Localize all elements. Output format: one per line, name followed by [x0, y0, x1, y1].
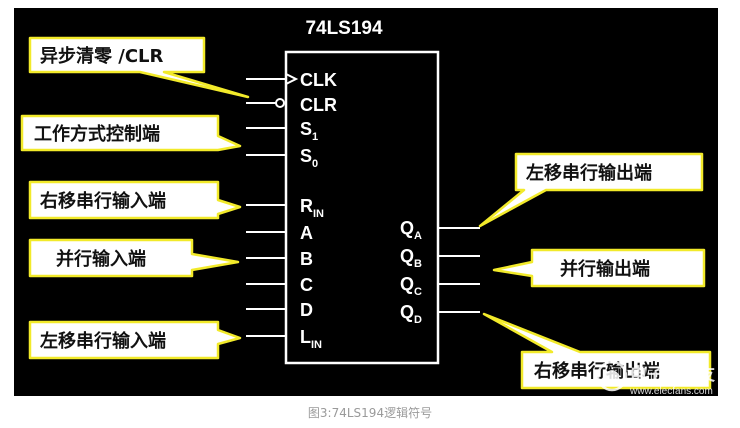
- callout-right-shift-input-box: [28, 180, 242, 220]
- callout-async-clear-text: 异步清零 /CLR: [40, 45, 164, 67]
- callout-mode-control-box: [20, 114, 242, 152]
- callout-left-shift-input-text: 左移串行输入端: [40, 330, 166, 352]
- pin-label-qa: QA: [400, 218, 422, 242]
- pin-label-clk: CLK: [300, 70, 337, 90]
- callout-parallel-input-box: [28, 238, 240, 278]
- pin-label-qc: QC: [400, 274, 422, 298]
- pin-label-c: C: [300, 275, 313, 295]
- pin-label-lin: LIN: [300, 327, 322, 351]
- callout-right-shift-output-text: 右移串行输出端: [534, 360, 660, 382]
- left-pin-leads: [246, 78, 286, 337]
- callout-mode-control-text: 工作方式控制端: [34, 123, 160, 145]
- figure-caption: 图3:74LS194逻辑符号: [307, 406, 433, 420]
- callout-parallel-output-text: 并行输出端: [560, 258, 650, 280]
- right-pin-leads: [438, 227, 480, 313]
- pin-label-d: D: [300, 300, 313, 320]
- pin-label-clr: CLR: [300, 95, 337, 115]
- callout-parallel-output-box: [492, 248, 706, 288]
- logic-symbol-diagram: 74LS194 CLK CLR S1 S0 RIN A B C D LIN: [14, 8, 718, 396]
- callout-left-shift-input-box: [28, 320, 242, 360]
- pin-label-rin: RIN: [300, 196, 324, 220]
- callout-async-clear-box: [28, 36, 250, 99]
- watermark-logo-mark-icon: [604, 370, 620, 382]
- pin-label-a: A: [300, 223, 313, 243]
- watermark-cn-text: 电子发烧友: [630, 364, 715, 385]
- watermark-logo-icon: [596, 360, 628, 392]
- chip-title: 74LS194: [305, 18, 383, 39]
- pin-label-s1: S1: [300, 119, 318, 143]
- pin-label-s0: S0: [300, 146, 318, 170]
- clock-triangle-marker: [285, 73, 299, 85]
- pin-label-qb: QB: [400, 246, 422, 270]
- callout-right-shift-input-text: 右移串行输入端: [40, 190, 166, 212]
- callout-right-shift-output-box: [482, 312, 712, 390]
- clear-inversion-bubble: [275, 98, 285, 108]
- chip-body: [284, 50, 440, 365]
- pin-label-qd: QD: [400, 302, 422, 326]
- callout-left-shift-output-text: 左移串行输出端: [526, 162, 652, 184]
- elecfans-watermark: 电子发烧友 www.elecfans.com: [596, 360, 715, 396]
- watermark-url-text: www.elecfans.com: [629, 386, 713, 396]
- pin-label-b: B: [300, 249, 313, 269]
- callout-left-shift-output-box: [478, 152, 704, 228]
- callout-parallel-input-text: 并行输入端: [56, 248, 146, 270]
